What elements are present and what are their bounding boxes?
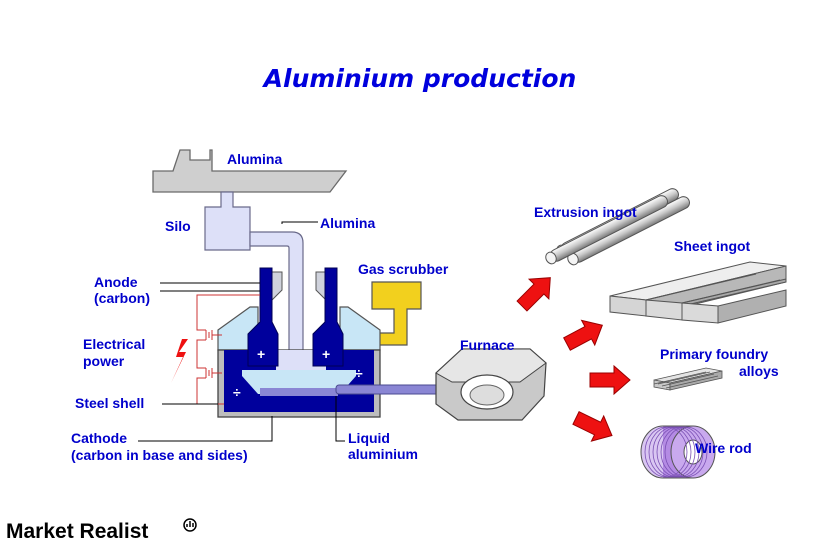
brand-wordmark: Market Realist: [6, 520, 149, 543]
silo: [204, 191, 251, 251]
label-sheet-ingot: Sheet ingot: [674, 238, 751, 254]
arrow-to-wire-rod: [572, 411, 613, 442]
lightning-icon: [171, 339, 188, 383]
label-anode: Anode: [94, 274, 138, 290]
svg-text:+: +: [257, 346, 265, 362]
label-gas-scrubber: Gas scrubber: [358, 261, 449, 277]
label-cathode: Cathode: [71, 430, 127, 446]
arrow-to-foundry: [589, 364, 631, 396]
foundry-alloy-bars: [653, 367, 723, 391]
label-electrical-power: power: [83, 353, 125, 369]
alumina-hopper: [152, 149, 348, 193]
plus-signs: + + ÷ ÷: [233, 346, 363, 400]
label-extrusion-ingot: Extrusion ingot: [534, 204, 637, 220]
svg-text:+: +: [322, 346, 330, 362]
extrusion-ingot: [545, 188, 690, 266]
svg-text:÷: ÷: [355, 365, 363, 381]
label-electrical: Electrical: [83, 336, 146, 352]
sheet-ingot: [609, 261, 787, 324]
arrow-to-extrusion: [516, 277, 551, 312]
label-alloys: alloys: [739, 363, 779, 379]
anode-right: [312, 267, 344, 367]
wire-rod-coil: [640, 425, 716, 479]
electrical-wiring: [196, 294, 260, 405]
leader-lines: [138, 221, 345, 442]
svg-text:÷: ÷: [233, 384, 241, 400]
brand-logo-icon: [183, 518, 197, 532]
label-liquid-aluminium: aluminium: [348, 446, 419, 462]
label-furnace: Furnace: [460, 337, 515, 353]
label-silo: Silo: [165, 218, 191, 234]
tap-pipe: [335, 384, 443, 395]
label-anode-sub: (carbon): [94, 290, 150, 306]
diagram-title: Aluminium production: [263, 64, 577, 93]
label-alumina-top: Alumina: [227, 151, 283, 167]
anode-left: [247, 267, 279, 367]
label-cathode-sub: (carbon in base and sides): [71, 447, 248, 463]
arrow-to-sheet: [563, 319, 603, 351]
label-alumina-feed: Alumina: [320, 215, 376, 231]
label-liquid: Liquid: [348, 430, 390, 446]
label-primary-foundry: Primary foundry: [660, 346, 769, 362]
label-wire-rod: Wire rod: [695, 440, 752, 456]
furnace: [435, 348, 547, 421]
label-steel-shell: Steel shell: [75, 395, 145, 411]
